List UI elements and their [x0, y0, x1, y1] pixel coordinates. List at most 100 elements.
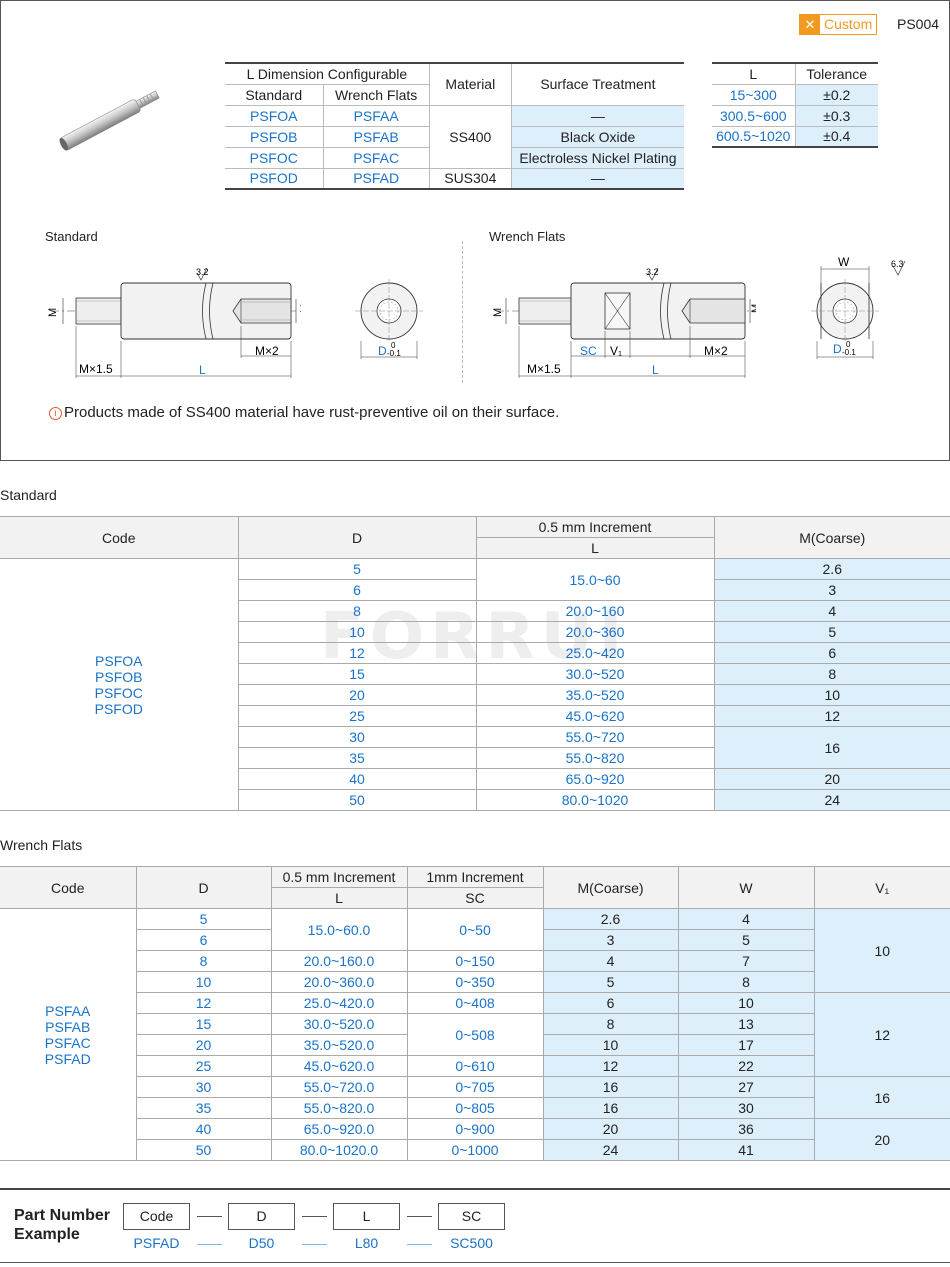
code-link[interactable]: PSFAB [45, 1018, 91, 1035]
material-cell: SUS304 [428, 167, 512, 190]
code-link[interactable]: PSFOD [94, 700, 143, 717]
dim-d-tol-lower: -0.1 [842, 348, 856, 357]
sc-cell: 0~150 [406, 950, 544, 972]
dim-l: L [652, 363, 659, 377]
d-cell: 20 [238, 684, 477, 706]
sc-increment-header: 1mm Increment [406, 866, 544, 888]
code-link[interactable]: PSFAD [44, 1050, 91, 1067]
product-photo [59, 90, 160, 151]
custom-badge[interactable]: ✕ Custom [799, 14, 877, 35]
l-cell: 35.0~520 [475, 684, 715, 706]
sc-cell: 0~1000 [406, 1139, 544, 1161]
sc-header: SC [406, 887, 543, 909]
d-cell: 8 [136, 950, 272, 972]
l-header: L [271, 887, 408, 909]
spec-code-link[interactable]: PSFAA [322, 104, 430, 127]
w-cell: 30 [677, 1097, 814, 1119]
part-number-title: Part Number Example [14, 1206, 110, 1244]
surface-treatment-header: Surface Treatment [510, 62, 684, 106]
dim-d: D [833, 342, 842, 356]
tolerance-table: L Tolerance 15~300 ±0.2 300.5~600 ±0.3 6… [712, 62, 878, 148]
m-cell: 4 [713, 600, 950, 622]
w-cell: 10 [677, 992, 815, 1014]
pn-d-box: D [228, 1203, 295, 1230]
d-header: D [237, 516, 477, 559]
code-link[interactable]: PSFOA [95, 652, 143, 669]
l-cell: 25.0~420 [475, 642, 715, 664]
dim-m15: M×1.5 [527, 362, 561, 376]
sc-cell: 0~508 [406, 1013, 544, 1056]
wrench-technical-drawing: 3.2 M M SC V₁ M×2 M×1.5 L [492, 267, 756, 378]
spec-code-link[interactable]: PSFAB [322, 125, 430, 148]
spec-code-link[interactable]: PSFAD [322, 167, 430, 190]
w-cell: 13 [677, 1013, 814, 1035]
dim-w: W [838, 255, 850, 269]
sc-cell: 0~50 [406, 908, 544, 951]
v1-cell: 12 [813, 992, 950, 1077]
sc-cell: 0~900 [406, 1118, 544, 1140]
product-code: PS004 [897, 16, 940, 32]
l-cell: 15.0~60.0 [270, 908, 408, 951]
l-cell: 80.0~1020.0 [270, 1139, 408, 1161]
tolerance-value: ±0.4 [794, 125, 878, 148]
sc-cell: 0~805 [406, 1097, 544, 1119]
spec-code-link[interactable]: PSFOD [225, 167, 324, 190]
d-cell: 10 [238, 621, 477, 643]
l-header: L [712, 62, 796, 85]
v1-cell: 10 [813, 908, 950, 993]
tolerance-range: 15~300 [712, 83, 796, 106]
sc-cell: 0~350 [406, 971, 544, 993]
d-cell: 6 [238, 579, 477, 601]
part-number-title-line2: Example [14, 1226, 80, 1243]
w-cell: 4 [677, 908, 815, 930]
d-cell: 5 [237, 558, 477, 580]
code-link[interactable]: PSFOB [95, 668, 143, 685]
spec-code-link[interactable]: PSFOC [225, 146, 324, 169]
pn-value-separator [407, 1244, 432, 1245]
info-icon: i [49, 407, 62, 420]
dim-l: L [199, 363, 206, 377]
l-cell: 20.0~360 [475, 621, 715, 643]
pn-d-value: D50 [248, 1235, 275, 1251]
spec-code-link[interactable]: PSFOA [225, 104, 324, 127]
d-cell: 40 [238, 768, 477, 790]
surface-cell: — [510, 104, 684, 127]
w-cell: 8 [677, 971, 814, 993]
surface-cell: Black Oxide [510, 125, 684, 148]
d-cell: 15 [238, 663, 477, 685]
w-cell: 5 [677, 929, 814, 951]
pn-value-separator [302, 1244, 327, 1245]
standard-drawing-label: Standard [45, 229, 98, 244]
tolerance-header: Tolerance [794, 62, 878, 85]
tolerance-range: 300.5~600 [712, 104, 796, 127]
roughness-label: 3.2 [646, 267, 659, 277]
dim-m2: M×2 [255, 344, 279, 358]
standard-technical-drawing: 3.2 M M M×2 M×1.5 L [47, 267, 301, 378]
code-link[interactable]: PSFOC [94, 684, 143, 701]
code-link[interactable]: PSFAA [45, 1002, 91, 1019]
wrench-end-view: W 6.3 D 0 -0.1 [811, 255, 906, 359]
pn-code-box: Code [123, 1203, 190, 1230]
d-cell: 20 [136, 1034, 272, 1056]
wrench-drawing-label: Wrench Flats [489, 229, 566, 244]
material-cell: SS400 [428, 104, 512, 169]
m-cell: 16 [713, 726, 950, 769]
v1-header: V₁ [813, 866, 950, 909]
l-cell: 25.0~420.0 [270, 992, 408, 1014]
pn-sc-box: SC [438, 1203, 505, 1230]
spec-table: L Dimension Configurable Material Surfac… [225, 62, 684, 190]
part-number-example: Part Number Example Code D L SC PSFAD D5… [0, 1188, 950, 1263]
drawing-divider [462, 241, 463, 383]
l-cell: 65.0~920.0 [270, 1118, 408, 1140]
d-cell: 50 [136, 1139, 272, 1161]
tolerance-value: ±0.3 [794, 104, 878, 127]
pn-separator [407, 1216, 432, 1217]
standard-section-title: Standard [0, 487, 57, 503]
spec-code-link[interactable]: PSFAC [322, 146, 430, 169]
l-cell: 55.0~820.0 [270, 1097, 408, 1119]
dim-sc: SC [580, 344, 597, 358]
dim-v1: V₁ [610, 344, 622, 358]
spec-code-link[interactable]: PSFOB [225, 125, 324, 148]
m-cell: 16 [542, 1076, 679, 1098]
code-link[interactable]: PSFAC [44, 1034, 91, 1051]
